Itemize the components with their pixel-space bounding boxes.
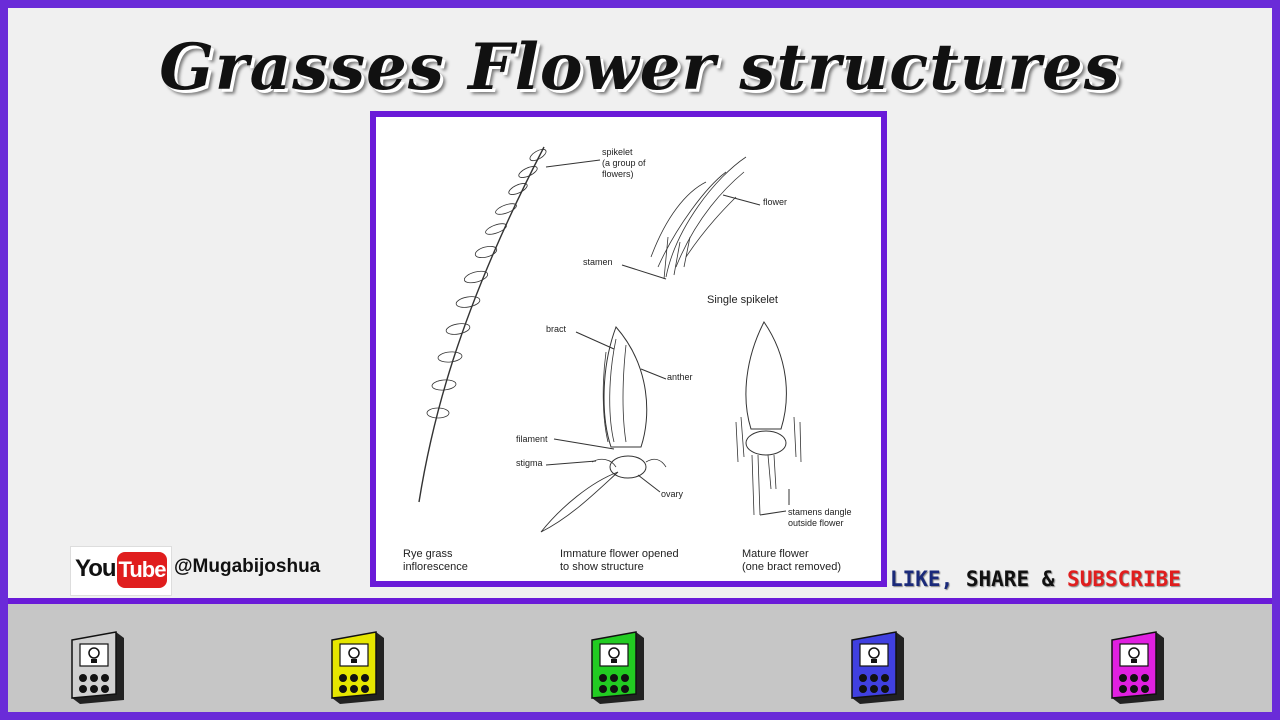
book-icon — [851, 631, 904, 704]
label-anther: anther — [667, 372, 693, 382]
youtube-logo[interactable]: You Tube — [70, 546, 172, 596]
page-title: Grasses Flower structures — [159, 30, 1121, 105]
cta-like: LIKE, — [890, 567, 954, 591]
youtube-logo-you: You — [75, 555, 117, 582]
book-icon — [591, 631, 644, 704]
diagram-illustration — [418, 146, 802, 533]
thumbnail-frame: Grasses Flower structures — [8, 8, 1272, 712]
cta-share: SHARE & — [965, 567, 1055, 591]
label-filament: filament — [516, 434, 548, 444]
label-stamens-dangle: stamens dangle outside flower — [788, 507, 852, 528]
cta-subscribe: SUBSCRIBE — [1067, 567, 1181, 591]
channel-handle[interactable]: @Mugabijoshua — [174, 556, 321, 577]
caption-rye-grass: Rye grass inflorescence — [403, 548, 468, 573]
label-stamen: stamen — [583, 257, 613, 267]
label-bract: bract — [546, 324, 567, 334]
label-single-spikelet: Single spikelet — [707, 294, 778, 306]
caption-immature-flower: Immature flower opened to show structure — [560, 548, 679, 573]
book-icon — [71, 631, 124, 704]
label-flower: flower — [763, 197, 788, 207]
bottom-bar — [8, 598, 1272, 712]
book-icon — [331, 631, 384, 704]
label-spikelet: spikelet (a group of flowers) — [602, 147, 646, 179]
label-ovary: ovary — [661, 489, 684, 499]
caption-mature-flower: Mature flower (one bract removed) — [742, 548, 842, 573]
youtube-logo-tube: Tube — [117, 552, 167, 588]
grass-flower-diagram: spikelet (a group of flowers) flower sta… — [370, 111, 887, 587]
label-stigma: stigma — [516, 458, 543, 468]
book-icon — [1111, 631, 1164, 704]
call-to-action: LIKE, SHARE & SUBSCRIBE — [890, 567, 1181, 591]
